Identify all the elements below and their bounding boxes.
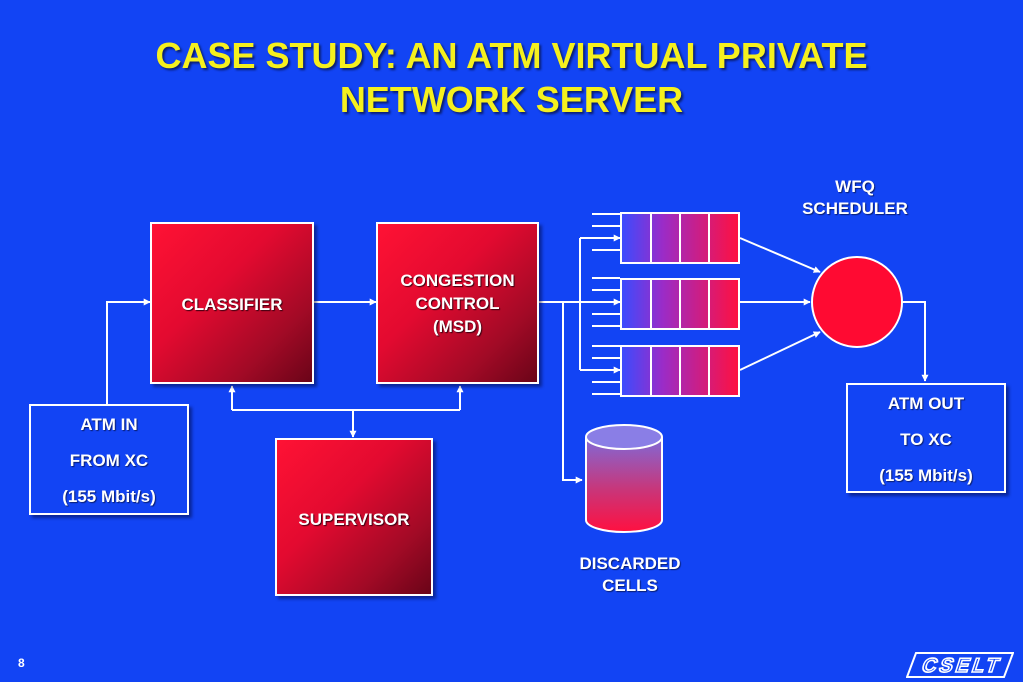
page-title: CASE STUDY: AN ATM VIRTUAL PRIVATE NETWO… (0, 34, 1023, 122)
cselt-logo-text: CSELT (919, 654, 1005, 676)
page-number: 8 (18, 656, 25, 670)
connector-to-discard (562, 302, 583, 484)
atm-out-box: ATM OUT TO XC (155 Mbit/s) (846, 383, 1006, 493)
atm-out-line-2: TO XC (900, 430, 952, 449)
queue-2 (620, 278, 740, 330)
atm-out-line-1: ATM OUT (887, 394, 965, 413)
discarded-label-line-1: DISCARDED (579, 554, 681, 573)
congestion-control-block: CONGESTION CONTROL (MSD) (376, 222, 539, 384)
wfq-label-line-2: SCHEDULER (802, 199, 908, 218)
atm-out-line-3: (155 Mbit/s) (879, 466, 973, 485)
wfq-scheduler-label: WFQ SCHEDULER (775, 176, 935, 220)
connector-scheduler-to-atm-out (902, 301, 929, 382)
congestion-label-line-2: CONTROL (415, 294, 500, 313)
classifier-label: CLASSIFIER (181, 295, 283, 314)
title-line-2: NETWORK SERVER (339, 79, 684, 120)
atm-in-line-1: ATM IN (80, 415, 138, 434)
queue-3 (620, 345, 740, 397)
atm-in-line-2: FROM XC (69, 451, 149, 470)
discarded-cells-cylinder (585, 424, 663, 533)
supervisor-label: SUPERVISOR (298, 510, 410, 529)
cselt-logo: CSELT (906, 652, 1014, 678)
congestion-label-line-3: (MSD) (432, 317, 483, 336)
atm-in-line-3: (155 Mbit/s) (62, 487, 156, 506)
congestion-label-line-1: CONGESTION (400, 271, 515, 290)
discarded-cells-label: DISCARDED CELLS (550, 553, 710, 597)
atm-in-box: ATM IN FROM XC (155 Mbit/s) (29, 404, 189, 515)
discarded-label-line-2: CELLS (602, 576, 658, 595)
connector-queue-3-to-scheduler (739, 331, 821, 371)
wfq-label-line-1: WFQ (835, 177, 875, 196)
wfq-scheduler (811, 256, 903, 348)
classifier-block: CLASSIFIER (150, 222, 314, 384)
connector-atm-in-to-classifier (106, 298, 151, 404)
queue-1 (620, 212, 740, 264)
title-line-1: CASE STUDY: AN ATM VIRTUAL PRIVATE (155, 35, 868, 76)
connector-queue-1-to-scheduler (739, 237, 821, 273)
supervisor-block: SUPERVISOR (275, 438, 433, 596)
